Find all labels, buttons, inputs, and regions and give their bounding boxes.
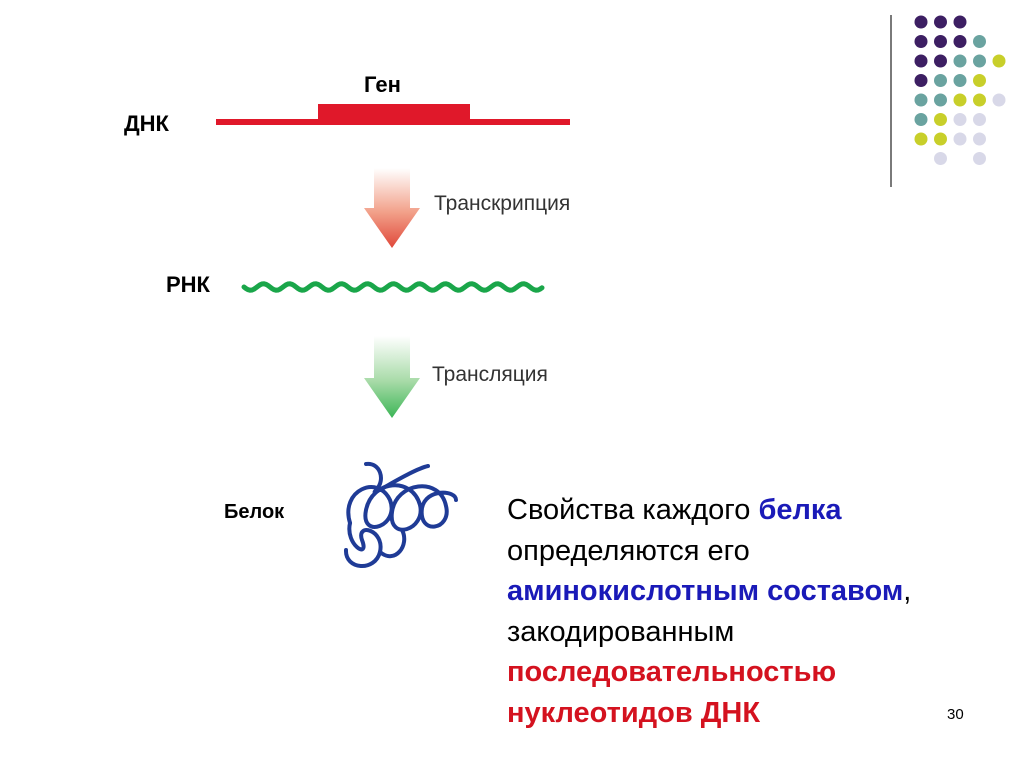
decorative-dot-teal: [934, 93, 947, 107]
decorative-dot-lavender: [934, 152, 947, 165]
rna-label: РНК: [166, 272, 211, 297]
decorative-dot-purple: [914, 35, 928, 48]
decorative-dot-lavender: [992, 93, 1006, 107]
decorative-dot-teal: [973, 54, 986, 68]
decorative-dot-yellow: [934, 113, 947, 126]
decorative-dot-yellow: [992, 54, 1006, 68]
decorative-dot-yellow: [953, 93, 967, 107]
caption-comma: ,: [903, 575, 912, 607]
decorative-dot-yellow: [914, 132, 928, 146]
decorative-dot-teal: [934, 74, 947, 87]
dna-label: ДНК: [124, 111, 170, 136]
decorative-dot-purple: [953, 35, 967, 48]
page-number: 30: [947, 706, 964, 723]
decorative-dot-lavender: [973, 152, 986, 165]
caption-amino-acid-composition: аминокислотным составом: [507, 575, 904, 607]
translation-arrow: [364, 336, 420, 418]
caption-protein-word: белка: [758, 494, 842, 526]
transcription-arrow: [364, 168, 420, 248]
decorative-dot-lavender: [973, 132, 986, 146]
protein-coil: [343, 461, 458, 568]
translation-label: Трансляция: [432, 363, 548, 386]
caption-sequence: последовательностью: [507, 656, 837, 688]
vertical-divider-line: [890, 15, 892, 187]
gene-label: Ген: [364, 72, 401, 97]
decorative-dot-purple: [934, 35, 947, 48]
decorative-dot-yellow: [973, 74, 986, 87]
decorative-dot-lavender: [953, 113, 967, 126]
transcription-label: Транскрипция: [434, 192, 570, 215]
caption-text: Свойства каждого белка определяются его …: [507, 490, 987, 733]
caption-dna-nucleotides: нуклеотидов ДНК: [507, 696, 761, 729]
decorative-dot-purple: [934, 15, 947, 29]
decorative-dot-teal: [953, 74, 967, 87]
caption-part-3: определяются его: [507, 534, 750, 567]
gene-segment: [318, 104, 470, 125]
decorative-dot-purple: [914, 15, 928, 29]
decorative-dot-purple: [914, 74, 928, 87]
rna-strand: [241, 281, 545, 293]
decorative-dot-grid: [914, 15, 1006, 165]
decorative-dot-teal: [914, 93, 928, 107]
decorative-dot-purple: [953, 15, 967, 29]
decorative-dot-yellow: [934, 132, 947, 146]
protein-label: Белок: [224, 501, 285, 523]
decorative-dot-lavender: [973, 113, 986, 126]
decorative-dot-yellow: [973, 93, 986, 107]
decorative-dot-teal: [973, 35, 986, 48]
caption-part-1: Свойства каждого: [507, 494, 759, 526]
decorative-dot-teal: [953, 54, 967, 68]
decorative-dot-purple: [934, 54, 947, 68]
decorative-dot-lavender: [953, 132, 967, 146]
decorative-dot-purple: [914, 54, 928, 68]
decorative-dot-teal: [914, 113, 928, 126]
caption-part-6: закодированным: [507, 615, 735, 648]
